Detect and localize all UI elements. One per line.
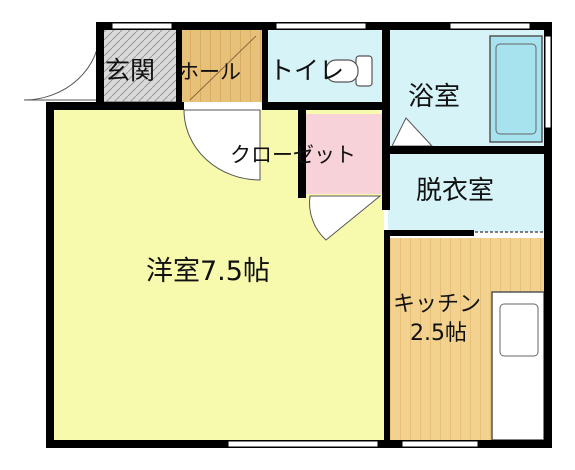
hall-door-swing (183, 109, 261, 181)
bathtub-inner (495, 43, 537, 135)
room-label-toilet: トイレ (269, 56, 345, 85)
room-label-closet: クローゼット (230, 143, 356, 167)
room-label-hall: ホール (178, 60, 241, 84)
genkan-floor (102, 30, 176, 102)
room-label-dressing: 脱衣室 (416, 176, 495, 206)
room-label-kitchen-size: 2.5帖 (410, 321, 467, 346)
kitchen-sink (499, 303, 539, 357)
closet-floor (306, 114, 382, 194)
windows (111, 22, 552, 448)
room-label-western: 洋室7.5帖 (146, 256, 270, 287)
dressing-floor (388, 152, 546, 232)
hall-stair-line (189, 35, 257, 101)
hall-floor (178, 30, 262, 102)
room-label-genkan: 玄関 (105, 56, 156, 85)
room-label-kitchen: キッチン (393, 292, 482, 317)
toilet-bowl (325, 59, 359, 83)
entrance-door-swing (23, 29, 101, 101)
closet-door-swing (309, 195, 382, 241)
room-label-bath: 浴室 (408, 82, 461, 112)
